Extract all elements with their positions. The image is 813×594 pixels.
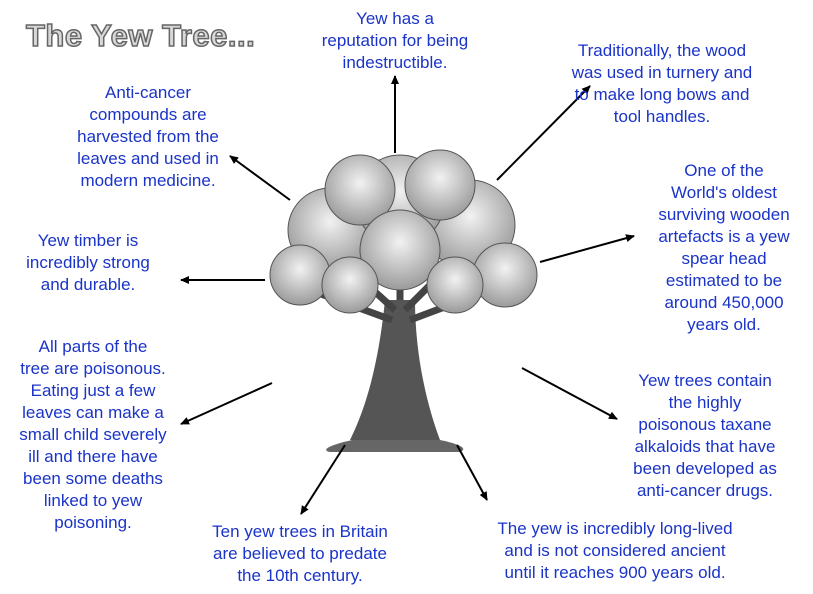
fact-spear-head: One of the World's oldest surviving wood… xyxy=(658,161,790,334)
arrow-long-lived xyxy=(456,444,488,501)
fact-timber: Yew timber is incredibly strong and dura… xyxy=(26,231,150,294)
arrow-spear-head xyxy=(539,234,635,263)
page-title: The Yew Tree... xyxy=(25,17,256,54)
arrow-anti-cancer xyxy=(229,155,291,201)
arrow-poisonous xyxy=(180,382,273,425)
fact-anti-cancer-leaves: Anti-cancer compounds are harvested from… xyxy=(77,83,219,190)
arrow-wood-use xyxy=(496,85,591,181)
arrow-taxane xyxy=(521,367,618,420)
fact-taxane: Yew trees contain the highly poisonous t… xyxy=(633,371,777,500)
tree-illustration xyxy=(269,149,538,452)
fact-wood-use: Traditionally, the wood was used in turn… xyxy=(571,41,753,126)
arrow-britain xyxy=(300,444,346,515)
fact-long-lived: The yew is incredibly long-lived and is … xyxy=(497,519,733,582)
fact-britain: Ten yew trees in Britain are believed to… xyxy=(212,522,388,585)
fact-indestructible: Yew has a reputation for being indestruc… xyxy=(321,9,469,72)
fact-poisonous: All parts of the tree are poisonous. Eat… xyxy=(19,337,167,532)
